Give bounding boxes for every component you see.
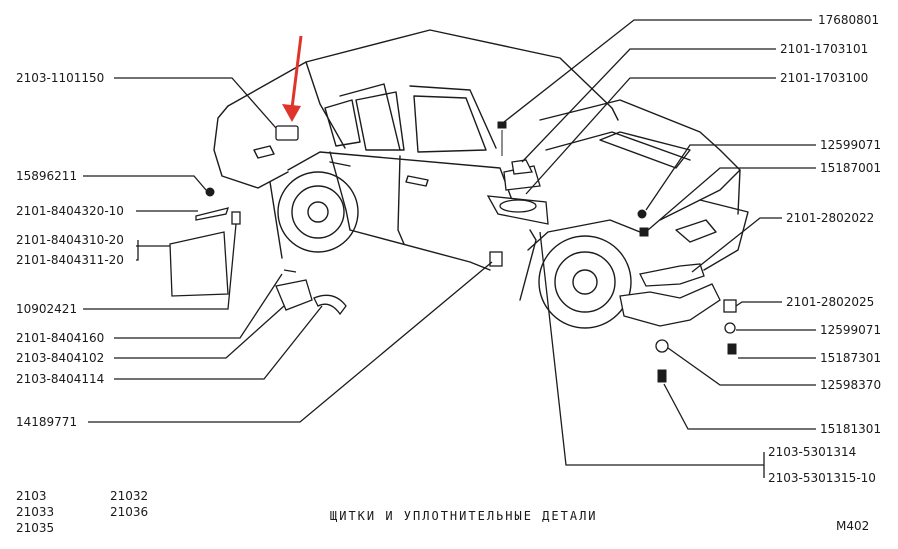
diagram-title: ЩИТКИ И УПЛОТНИТЕЛЬНЫЕ ДЕТАЛИ xyxy=(330,509,598,523)
part-label: 2101-2802025 xyxy=(786,295,874,309)
parts-drawing xyxy=(169,121,737,383)
part-label: 2101-1703100 xyxy=(780,71,868,85)
part-label: 2101-1703101 xyxy=(780,42,868,56)
sheet-code: М402 xyxy=(836,519,869,533)
part-label: 2103-8404102 xyxy=(16,351,104,365)
model-code: 21036 xyxy=(110,505,148,519)
left-label-column: 2103-1101150 15896211 2101-8404320-10 21… xyxy=(16,71,124,429)
part-label: 12599071 xyxy=(820,323,881,337)
part-label: 12599071 xyxy=(820,138,881,152)
part-label: 2101-8404320-10 xyxy=(16,204,124,218)
part-label: 15187001 xyxy=(820,161,881,175)
part-label: 15181301 xyxy=(820,422,881,436)
model-list: 2103 21033 21035 21032 21036 xyxy=(16,489,148,535)
right-label-column: 17680801 2101-1703101 2101-1703100 12599… xyxy=(768,13,881,485)
part-label: 15187301 xyxy=(820,351,881,365)
model-code: 2103 xyxy=(16,489,47,503)
part-label: 2101-8404310-20 xyxy=(16,233,124,247)
part-label: 2103-5301315-10 xyxy=(768,471,876,485)
part-label: 12598370 xyxy=(820,378,881,392)
model-code: 21032 xyxy=(110,489,148,503)
part-label: 10902421 xyxy=(16,302,77,316)
part-label: 2101-2802022 xyxy=(786,211,874,225)
leader-lines xyxy=(83,19,816,478)
part-label: 2103-8404114 xyxy=(16,372,104,386)
part-label: 14189771 xyxy=(16,415,77,429)
part-label: 2103-5301314 xyxy=(768,445,856,459)
model-code: 21033 xyxy=(16,505,54,519)
model-code: 21035 xyxy=(16,521,54,535)
part-label: 15896211 xyxy=(16,169,77,183)
highlight-arrow-icon xyxy=(282,35,303,122)
part-label: 2103-1101150 xyxy=(16,71,104,85)
part-label: 17680801 xyxy=(818,13,879,27)
part-label: 2101-8404160 xyxy=(16,331,104,345)
part-label: 2101-8404311-20 xyxy=(16,253,124,267)
